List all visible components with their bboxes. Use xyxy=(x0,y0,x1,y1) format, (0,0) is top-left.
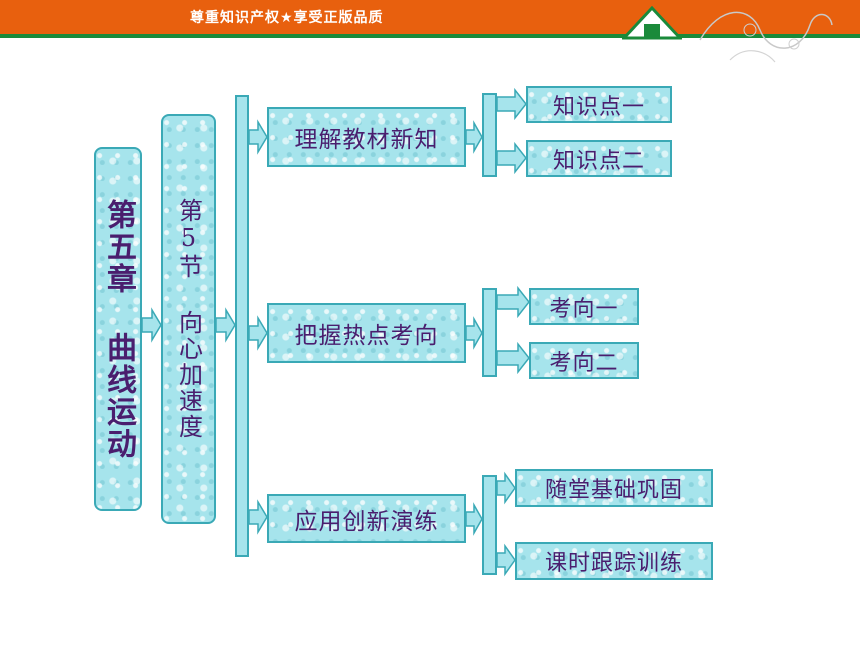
branch-label-3: 应用创新演练 xyxy=(294,508,439,535)
sub-bracket-3 xyxy=(482,475,497,575)
arrow-leaf-1a xyxy=(496,87,527,121)
branch-label-2: 把握热点考向 xyxy=(294,323,439,349)
arrow-leaf-3a xyxy=(496,471,516,505)
section-title: 第5节 向心加速度 xyxy=(174,198,203,440)
branch-box-1: 理解教材新知 xyxy=(267,107,466,167)
arrow-leaf-1b xyxy=(496,141,527,175)
leaf-label-3b: 课时跟踪训练 xyxy=(544,551,683,576)
chapter-title: 第五章 曲线运动 xyxy=(101,198,136,460)
sub-bracket-2 xyxy=(482,288,497,377)
leaf-box-1a: 知识点一 xyxy=(526,86,672,123)
branch-box-2: 把握热点考向 xyxy=(267,303,466,363)
arrow-section-bracket xyxy=(215,307,236,343)
sub-bracket-1 xyxy=(482,93,497,177)
arrow-leaf-2b xyxy=(496,341,530,375)
leaf-box-2a: 考向一 xyxy=(529,288,639,325)
leaf-label-1b: 知识点二 xyxy=(552,148,645,174)
arrow-branch-3-out xyxy=(465,502,483,536)
arrow-leaf-2a xyxy=(496,285,530,319)
leaf-box-1b: 知识点二 xyxy=(526,140,672,177)
arrow-branch-2-out xyxy=(465,316,483,350)
chapter-box: 第五章 曲线运动 xyxy=(94,147,142,511)
arrow-to-branch-1 xyxy=(248,119,268,155)
arrow-leaf-3b xyxy=(496,543,516,577)
header-banner: 尊重知识产权★享受正版品质 xyxy=(0,0,860,34)
leaf-label-2b: 考向二 xyxy=(549,350,619,376)
leaf-box-3a: 随堂基础巩固 xyxy=(515,469,713,507)
leaf-label-1a: 知识点一 xyxy=(552,94,645,120)
section-box: 第5节 向心加速度 xyxy=(161,114,216,524)
main-bracket xyxy=(235,95,249,557)
leaf-label-2a: 考向一 xyxy=(549,296,619,322)
leaf-box-3b: 课时跟踪训练 xyxy=(515,542,713,580)
branch-label-1: 理解教材新知 xyxy=(294,127,439,153)
branch-box-3: 应用创新演练 xyxy=(267,494,466,543)
logo-icon xyxy=(622,6,682,40)
leaf-label-3a: 随堂基础巩固 xyxy=(544,478,683,503)
header-divider xyxy=(0,34,860,38)
arrow-to-branch-3 xyxy=(248,499,268,535)
arrow-chapter-section xyxy=(141,307,162,343)
banner-slogan: 尊重知识产权★享受正版品质 xyxy=(190,10,384,26)
decorative-swirl-icon xyxy=(699,11,833,63)
arrow-branch-1-out xyxy=(465,120,483,154)
arrow-to-branch-2 xyxy=(248,315,268,351)
leaf-box-2b: 考向二 xyxy=(529,342,639,379)
